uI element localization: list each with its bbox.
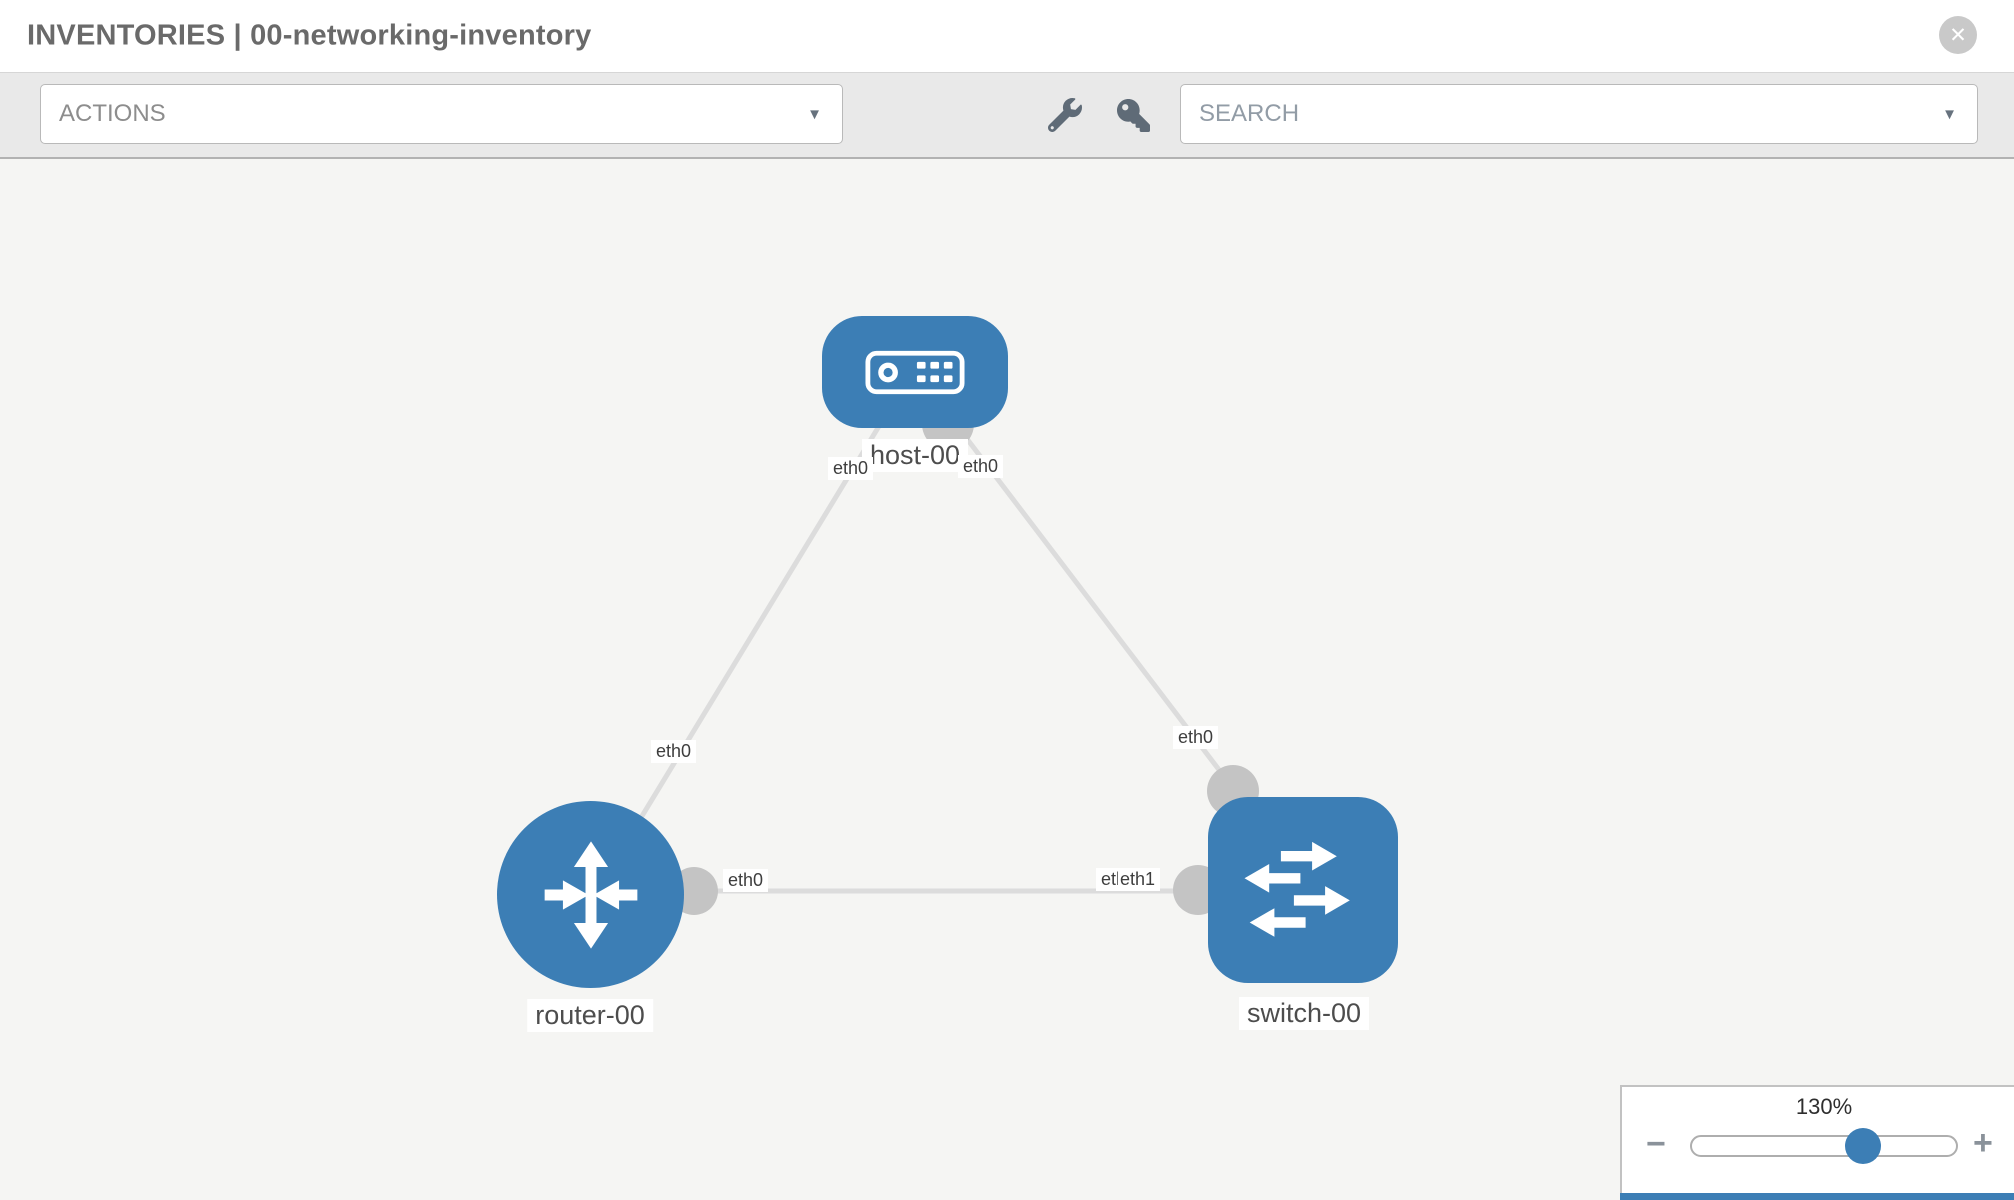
- zoom-level-label: 130%: [1795, 1094, 1853, 1119]
- interface-label-host-to-router: eth0: [828, 457, 874, 480]
- interface-label-switch-to-router: eth1: [1118, 868, 1161, 891]
- configure-button[interactable]: [1046, 96, 1084, 134]
- close-button[interactable]: ✕: [1939, 16, 1977, 54]
- node-host-00[interactable]: [822, 316, 1008, 428]
- header: INVENTORIES | 00-networking-inventory ✕: [0, 0, 2014, 73]
- actions-dropdown-label: ACTIONS: [59, 100, 166, 127]
- plus-icon: +: [1973, 1124, 1993, 1162]
- close-icon: ✕: [1949, 23, 1967, 47]
- credentials-button[interactable]: [1114, 96, 1152, 134]
- interface-label-router-to-host: eth0: [651, 740, 697, 763]
- link-host-router: [605, 406, 893, 874]
- node-router-00[interactable]: [497, 801, 684, 988]
- node-label-host: host-00: [861, 439, 969, 472]
- page-title: INVENTORIES | 00-networking-inventory: [27, 19, 592, 52]
- switch-arrows-icon: [1238, 825, 1368, 955]
- bottom-accent-bar: [1620, 1193, 2014, 1200]
- interface-label-router-to-switch: eth0: [723, 869, 769, 892]
- interface-label-switch-to-host: eth0: [1173, 726, 1219, 749]
- zoom-slider[interactable]: [1690, 1135, 1958, 1157]
- search-dropdown-label: SEARCH: [1199, 100, 1300, 127]
- router-arrows-icon: [530, 834, 652, 956]
- chevron-down-icon: ▼: [807, 105, 822, 123]
- interface-label-host-to-switch: eth0: [958, 455, 1004, 478]
- wrench-icon: [1048, 98, 1082, 132]
- zoom-slider-thumb[interactable]: [1845, 1128, 1881, 1164]
- search-dropdown[interactable]: SEARCH ▼: [1180, 84, 1978, 144]
- node-label-router: router-00: [527, 999, 653, 1032]
- minus-icon: −: [1646, 1125, 1666, 1163]
- key-icon: [1116, 98, 1150, 132]
- chevron-down-icon: ▼: [1942, 105, 1957, 123]
- node-switch-00[interactable]: [1208, 797, 1398, 983]
- topology-canvas[interactable]: [0, 159, 2014, 1200]
- server-icon: [865, 350, 965, 395]
- actions-dropdown[interactable]: ACTIONS ▼: [40, 84, 843, 144]
- zoom-out-button[interactable]: −: [1646, 1127, 1666, 1161]
- zoom-in-button[interactable]: +: [1973, 1126, 1993, 1160]
- node-label-switch: switch-00: [1238, 997, 1370, 1030]
